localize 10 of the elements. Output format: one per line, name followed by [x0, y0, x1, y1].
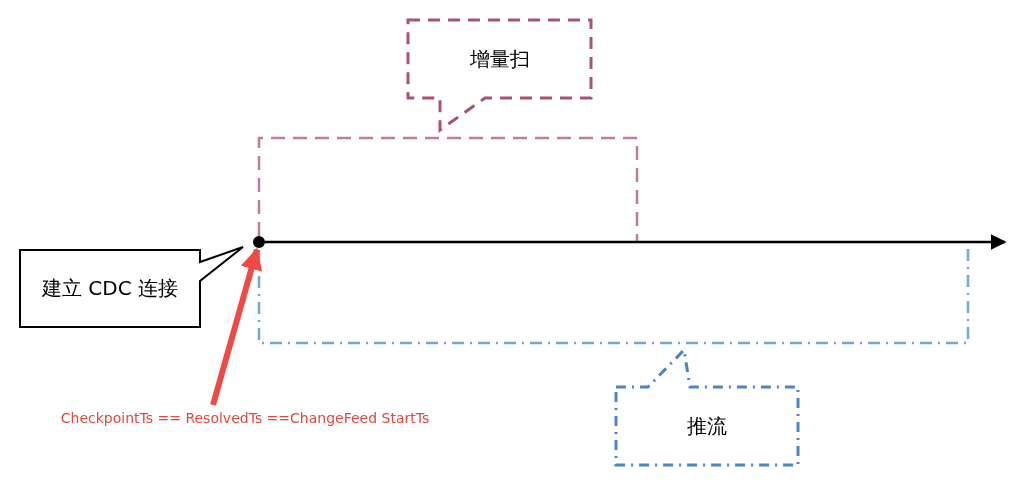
callout-bubble: [20, 247, 243, 328]
callout-bubble: [408, 20, 591, 130]
callout-bubble: [616, 350, 798, 465]
arrow: [210, 247, 263, 406]
callout-text: 建立 CDC 连接: [40, 275, 179, 302]
callout-text: 增量扫: [468, 45, 531, 73]
arrow: [265, 234, 1007, 250]
start-dot: [253, 236, 265, 248]
callout-text: 推流: [686, 412, 728, 440]
annotation-text: CheckpointTs == ResolvedTs ==ChangeFeed StartTs: [59, 409, 431, 428]
